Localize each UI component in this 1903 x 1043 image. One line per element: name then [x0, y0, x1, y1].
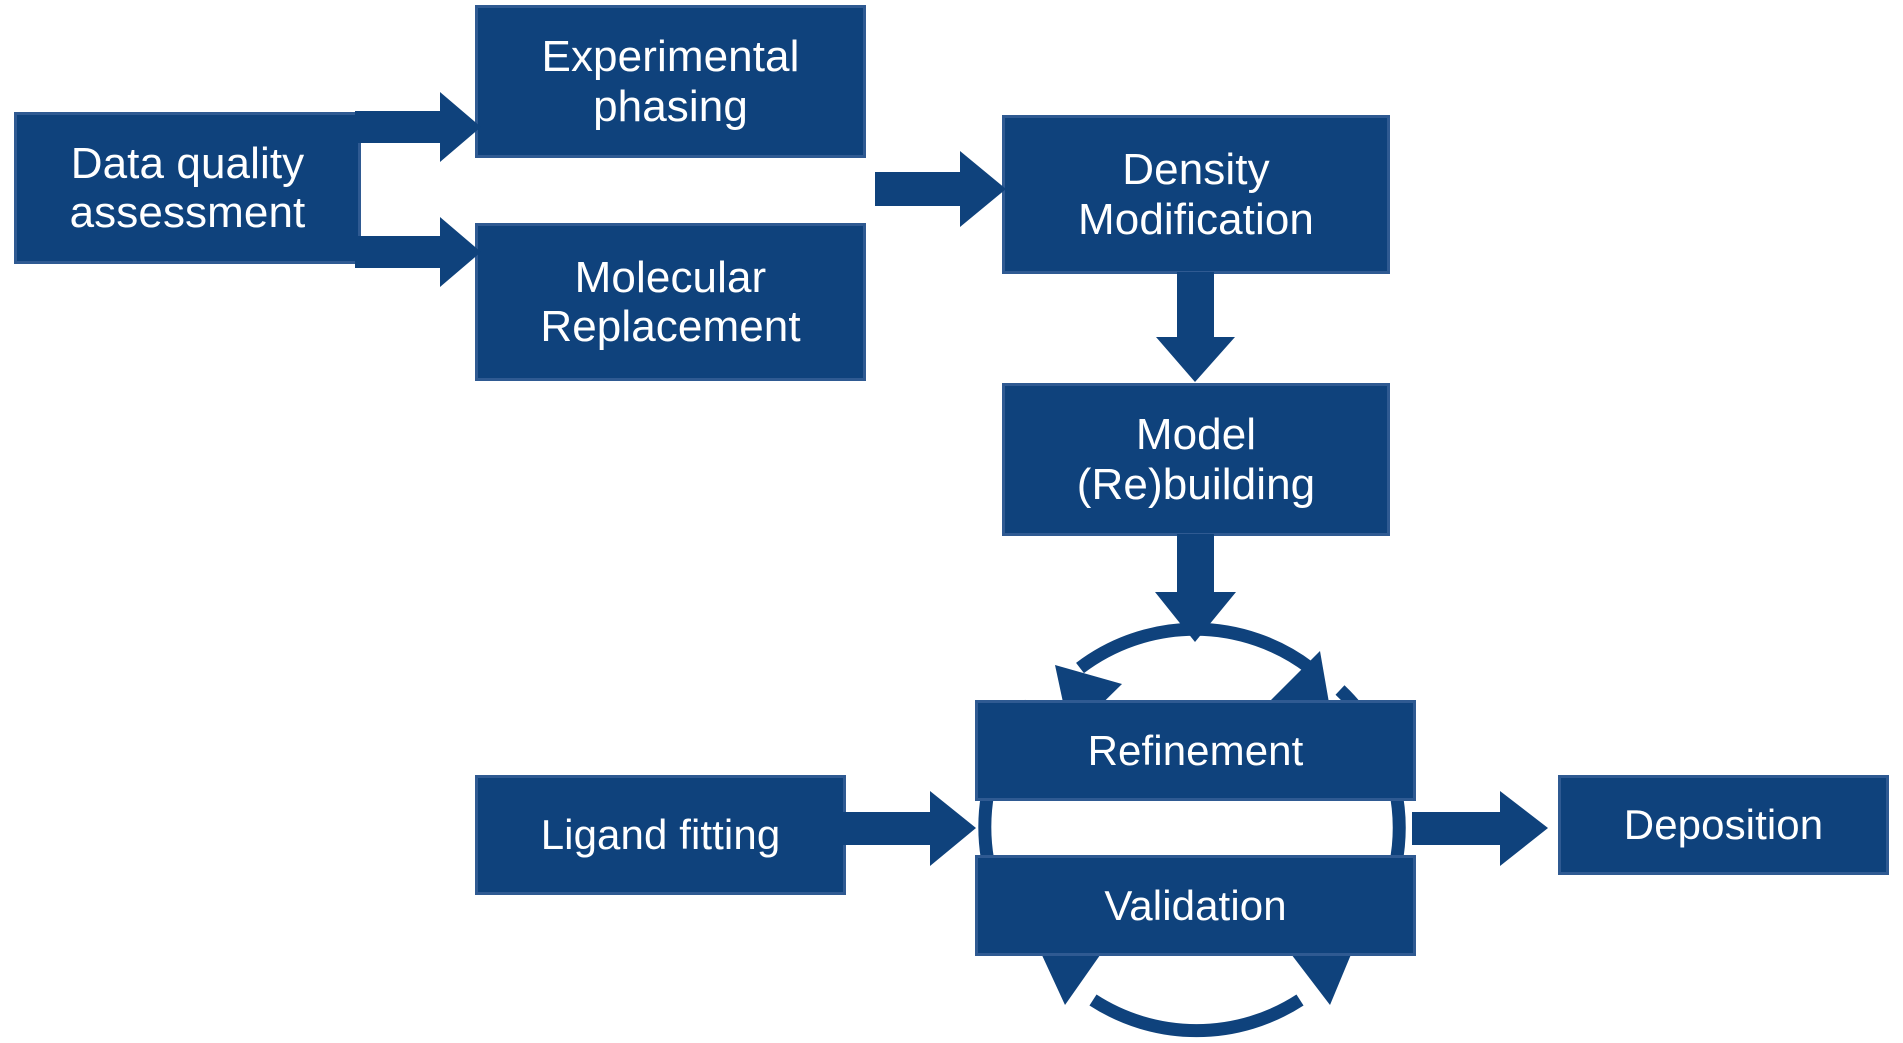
arrow-data-quality-to-molecular-replacement	[355, 217, 481, 287]
node-density-modification[interactable]: Density Modification	[1002, 115, 1390, 274]
node-model-rebuilding[interactable]: Model (Re)building	[1002, 383, 1390, 536]
node-deposition[interactable]: Deposition	[1558, 775, 1889, 875]
node-molecular-replacement[interactable]: Molecular Replacement	[475, 223, 866, 381]
node-data-quality-assessment[interactable]: Data quality assessment	[14, 112, 361, 264]
arrow-cycle-to-deposition	[1412, 791, 1548, 866]
arrow-ligand-fitting-to-cycle	[843, 791, 976, 866]
arrow-phasing-to-density-modification	[875, 151, 1006, 227]
arrow-model-rebuilding-to-cycle	[1155, 534, 1236, 642]
cycle-bottom-arc-arrow	[1035, 940, 1357, 1038]
node-validation[interactable]: Validation	[975, 855, 1416, 956]
node-refinement[interactable]: Refinement	[975, 700, 1416, 801]
arrow-data-quality-to-experimental-phasing	[355, 92, 481, 162]
arrow-density-modification-to-model-rebuilding	[1156, 272, 1235, 382]
node-ligand-fitting[interactable]: Ligand fitting	[475, 775, 846, 895]
node-experimental-phasing[interactable]: Experimental phasing	[475, 5, 866, 158]
